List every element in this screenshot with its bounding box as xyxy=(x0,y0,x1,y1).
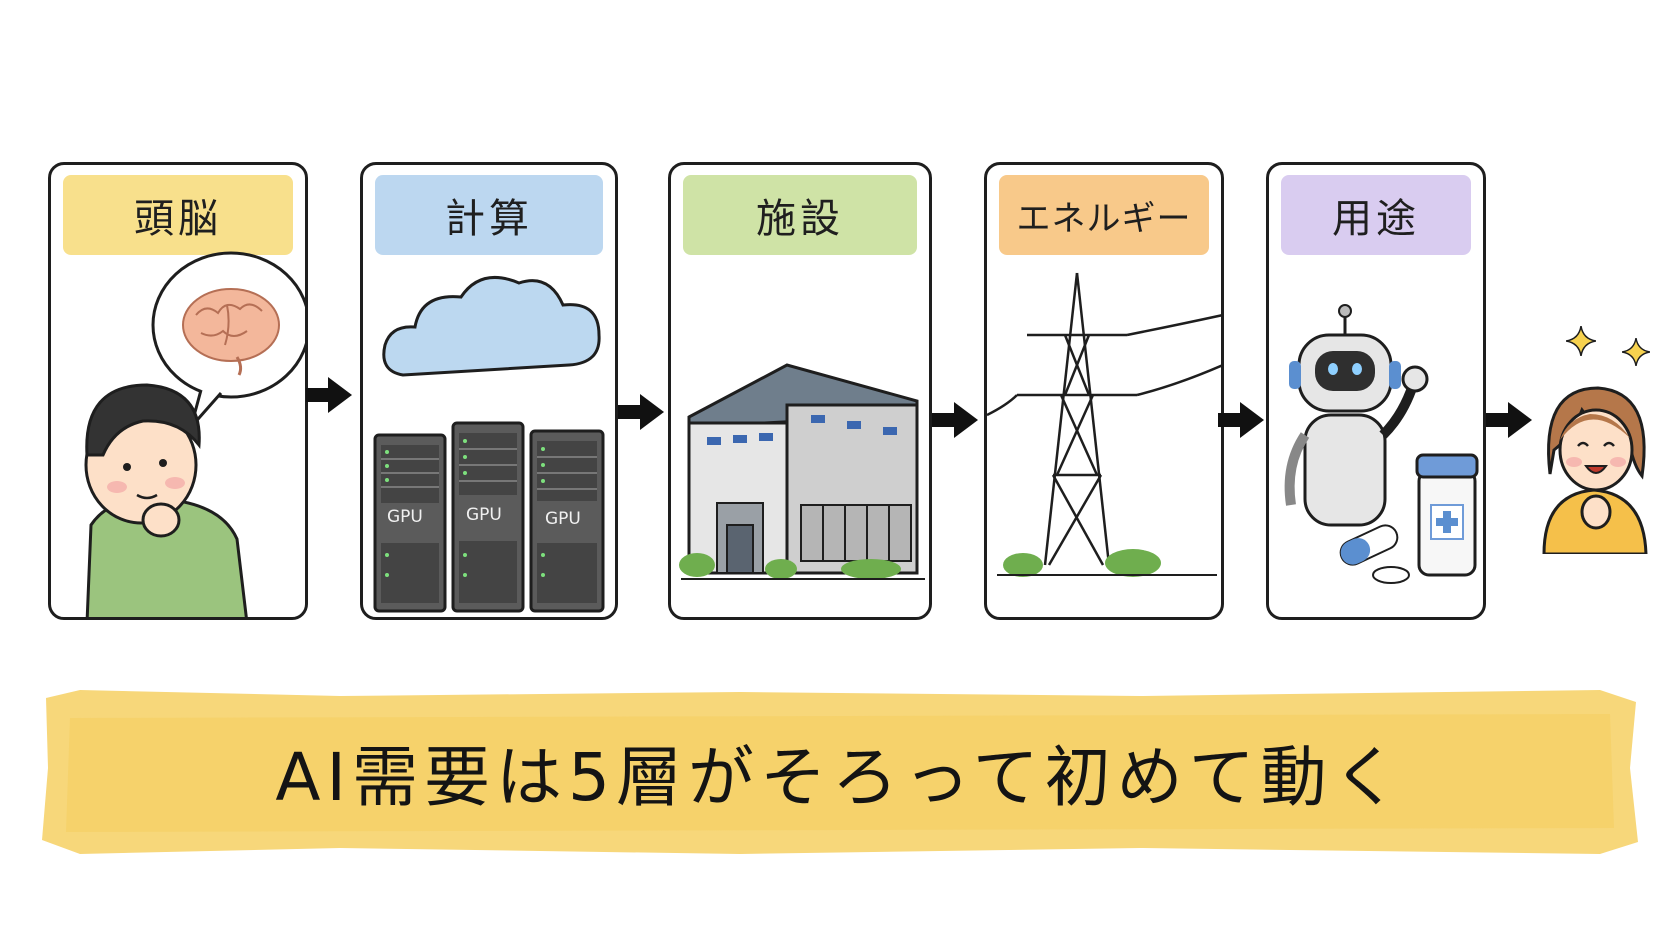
summary-banner: AI需要は5層がそろって初めて動く xyxy=(40,688,1640,856)
medicine-bottle-icon xyxy=(1339,453,1479,584)
card-label-compute: 計算 xyxy=(375,175,603,255)
server-rack-group: GPU GPU GPU xyxy=(373,415,613,615)
server-label: GPU xyxy=(466,505,502,525)
server-label: GPU xyxy=(387,507,423,527)
thinking-person-icon xyxy=(84,251,305,617)
card-brain: 頭脳 xyxy=(48,162,308,620)
card-compute: 計算 xyxy=(360,162,618,620)
server-rack-icon xyxy=(373,421,605,613)
cloud-icon xyxy=(382,275,601,377)
sparkle-icon xyxy=(1566,326,1596,356)
server-label: GPU xyxy=(545,509,581,529)
banner-background xyxy=(42,690,1638,854)
happy-user-icon xyxy=(1542,386,1648,554)
arrow-right-icon xyxy=(1486,402,1532,438)
arrow-right-icon xyxy=(932,402,978,438)
card-label-facility: 施設 xyxy=(683,175,917,255)
data-center-icon xyxy=(679,363,925,580)
power-tower-icon xyxy=(987,272,1221,577)
card-energy: エネルギー xyxy=(984,162,1224,620)
banner-text: AI需要は5層がそろって初めて動く xyxy=(275,739,1405,816)
card-label-use-case: 用途 xyxy=(1281,175,1471,255)
brain-icon xyxy=(182,288,280,376)
compute-art xyxy=(382,275,601,377)
arrow-right-icon xyxy=(1218,402,1264,438)
card-label-energy: エネルギー xyxy=(999,175,1209,255)
card-use-case: 用途 xyxy=(1266,162,1486,620)
sparkle-icon xyxy=(1622,338,1650,366)
card-facility: 施設 xyxy=(668,162,932,620)
robot-icon xyxy=(1284,304,1429,527)
arrow-right-icon xyxy=(306,377,352,413)
use-case-art xyxy=(1284,304,1479,584)
arrow-right-icon xyxy=(618,394,664,430)
card-label-brain: 頭脳 xyxy=(63,175,293,255)
